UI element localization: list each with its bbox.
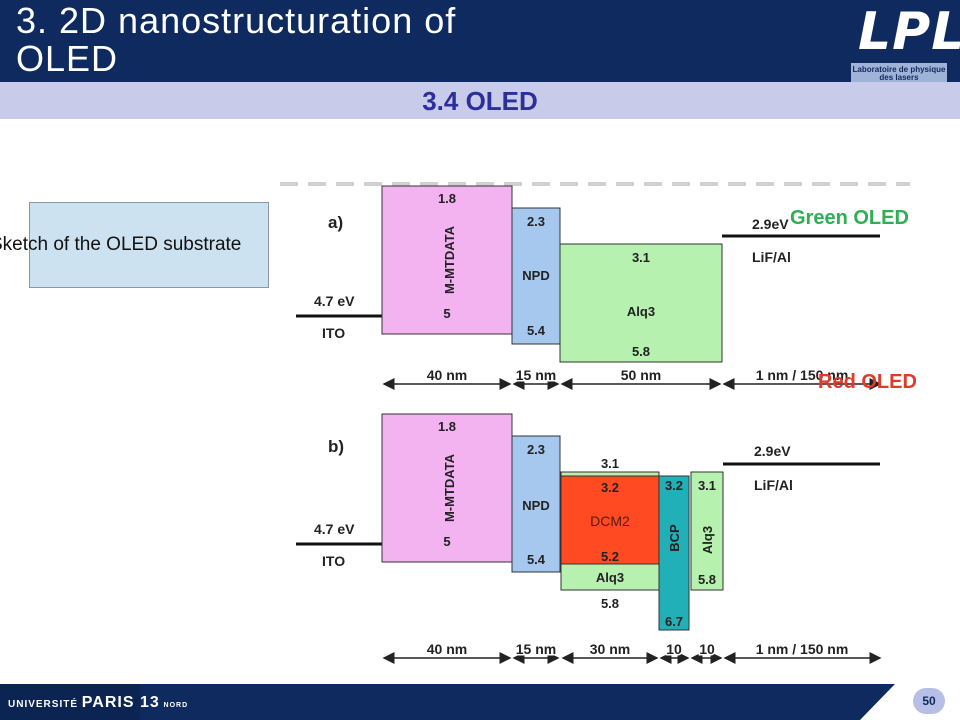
section-subtitle: 3.4 OLED [422,86,538,116]
npd-name-a: NPD [522,268,549,283]
university-logo: UNIVERSITÉ PARIS 13 NORD [8,694,188,712]
layer-npd-b [511,435,561,573]
npd-top-a: 2.3 [527,214,545,229]
layer-alq3-b [690,471,724,591]
thickness-b-2: 15 nm [516,641,556,657]
mmtdata-top-a: 1.8 [438,191,456,206]
npd-top-b: 2.3 [527,442,545,457]
ito-label-b: ITO [322,553,345,569]
cathode-value-a: 2.9eV [752,216,789,232]
header-bar [0,0,960,82]
nord-word: NORD [163,702,189,709]
alq3-top-b: 3.1 [698,478,716,493]
alq3-name-b: Alq3 [700,526,715,554]
oled-substrate-sketch [29,202,269,288]
layer-alq3-a [559,243,723,363]
panel-a-label: a) [328,213,343,232]
title-line-1: 3. 2D nanostructuration of [16,0,457,41]
thickness-b-6: 1 nm / 150 nm [756,641,849,657]
alq3-host-bottom-b: 5.8 [601,596,619,611]
page-number: 50 [913,688,945,714]
cathode-label-a: LiF/Al [752,249,791,265]
mmtdata-name-b: M-MTDATA [442,453,457,522]
paris-13-word: PARIS 13 [81,694,160,711]
thickness-a-4: 1 nm / 150 nm [756,367,849,383]
ito-label-a: ITO [322,325,345,341]
thickness-b-1: 40 nm [427,641,467,657]
dcm2-bottom-b: 5.2 [601,549,619,564]
footer-bar [0,684,895,720]
thickness-a-3: 50 nm [621,367,661,383]
bcp-top-b: 3.2 [665,478,683,493]
alq3-top-a: 3.1 [632,250,650,265]
alq3-host-top-b: 3.1 [601,456,619,471]
slide-title: 3. 2D nanostructuration of OLED [16,2,576,78]
lpl-logo: LPL [858,2,960,62]
alq3-host-name-b: Alq3 [596,570,624,585]
mmtdata-bottom-b: 5 [443,534,450,549]
university-logo-background [0,684,140,720]
npd-bottom-a: 5.4 [527,323,546,338]
bcp-name-b: BCP [667,524,682,552]
layer-mmtdata-b [381,413,513,563]
mmtdata-top-b: 1.8 [438,419,456,434]
layer-mmtdata-a [381,185,513,335]
dcm2-name-b: DCM2 [590,513,630,529]
title-line-2: OLED [16,38,119,79]
green-oled-label: Green OLED [790,207,909,229]
panel-a: a) 4.7 eV ITO 1.8 M-MTDATA 5 2.3 NPD 5.4… [296,185,882,390]
thickness-b-3: 30 nm [590,641,630,657]
bcp-bottom-b: 6.7 [665,614,683,629]
footer-band [0,684,895,720]
energy-level-diagram: a) 4.7 eV ITO 1.8 M-MTDATA 5 2.3 NPD 5.4… [280,170,910,670]
layer-bcp-b [658,475,690,631]
dcm2-top-b: 3.2 [601,480,619,495]
mmtdata-name-a: M-MTDATA [442,225,457,294]
thickness-a-2: 15 nm [516,367,556,383]
thickness-b-4: 10 [666,641,682,657]
red-oled-label: Red OLED [818,371,917,393]
ito-value-a: 4.7 eV [314,293,355,309]
layer-npd-a [511,207,561,345]
thickness-b-5: 10 [699,641,715,657]
university-word: UNIVERSITÉ [8,699,79,710]
npd-bottom-b: 5.4 [527,552,546,567]
cathode-value-b: 2.9eV [754,443,791,459]
layer-dcm2-b [560,475,660,565]
panel-b: b) 4.7 eV ITO 1.8 M-MTDATA 5 2.3 NPD 5.4… [296,413,882,664]
panel-b-label: b) [328,437,344,456]
npd-name-b: NPD [522,498,549,513]
subtitle-band [0,82,960,119]
ito-value-b: 4.7 eV [314,521,355,537]
thickness-a-1: 40 nm [427,367,467,383]
alq3-bottom-b: 5.8 [698,572,716,587]
alq3-bottom-a: 5.8 [632,344,650,359]
alq3-name-a: Alq3 [627,304,655,319]
lpl-logo-subtitle: Laboratoire de physique des lasers [851,63,947,82]
cathode-label-b: LiF/Al [754,477,793,493]
mmtdata-bottom-a: 5 [443,306,450,321]
sketch-label: Sketch of the OLED substrate [0,234,242,255]
